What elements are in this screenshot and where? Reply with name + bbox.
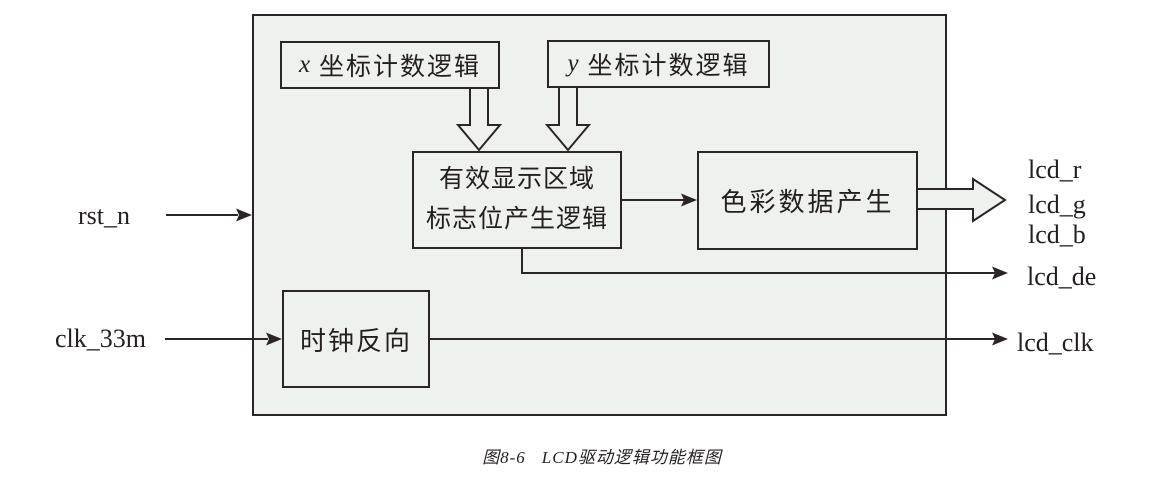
output-label-lcd-de: lcd_de [1027,262,1097,291]
active-area-label-line2: 标志位产生逻辑 [425,206,608,233]
x-counter-var: x [298,51,311,78]
lcd-clk-arrowhead-icon [992,332,1008,346]
figure-caption: 图8-6 LCD驱动逻辑功能框图 [0,443,1158,468]
figure-number: 图8-6 [482,448,526,467]
block-x-counter: x 坐标计数逻辑 [280,41,500,89]
rst-n-arrowhead-icon [236,208,252,222]
block-y-counter: y 坐标计数逻辑 [547,40,770,88]
figure-title: LCD驱动逻辑功能框图 [541,448,722,467]
output-label-lcd-r: lcd_r [1028,155,1082,184]
block-clock-invert: 时钟反向 [282,290,430,388]
block-color-data-gen: 色彩数据产生 [697,151,918,250]
input-label-rst-n: rst_n [78,201,130,230]
lcd-de-arrowhead-icon [992,266,1008,280]
clock-invert-label: 时钟反向 [299,326,412,356]
block-active-area-flag: 有效显示区域 标志位产生逻辑 [412,151,622,249]
y-counter-label: 坐标计数逻辑 [587,53,750,80]
active-area-label-line1: 有效显示区域 [438,166,595,193]
x-counter-label: 坐标计数逻辑 [319,54,482,81]
color-gen-label: 色彩数据产生 [720,188,895,217]
output-label-lcd-g: lcd_g [1028,190,1086,219]
output-label-lcd-clk: lcd_clk [1017,328,1094,357]
y-counter-var: y [567,50,579,77]
output-label-lcd-b: lcd_b [1028,220,1086,249]
input-label-clk-33m: clk_33m [55,324,146,353]
